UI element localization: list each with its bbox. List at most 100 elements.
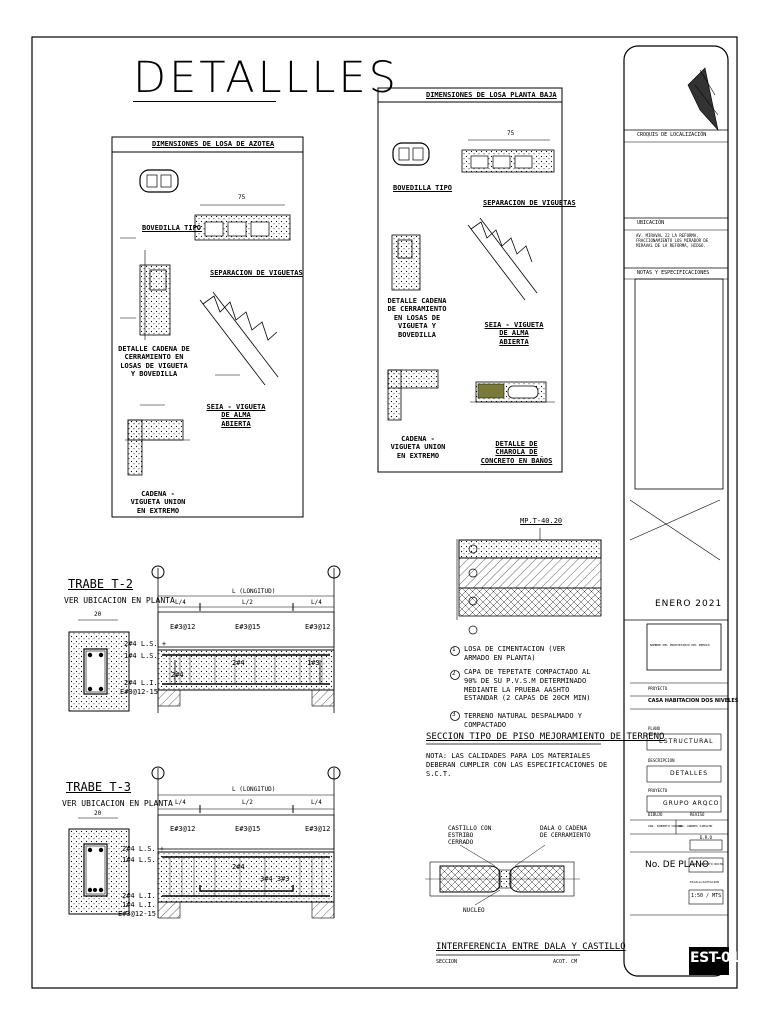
ground-bovedilla-label: BOVEDILLA TIPO xyxy=(393,184,453,192)
tb-descripcion: DETALLES xyxy=(670,770,708,777)
trabe-t3-note-5: E#3@12-15 xyxy=(118,910,156,918)
trabe-t3-note-3: 2#4 L.I. xyxy=(122,892,156,900)
roof-vigueta-label: SEIA - VIGUETA DE ALMA ABIERTA xyxy=(206,403,266,428)
piso-item-2-text: CAPA DE TEPETATE COMPACTADO AL 90% DE SU… xyxy=(464,668,591,703)
tb-notas: NOTAS Y ESPECIFICACIONES xyxy=(637,270,710,276)
ground-panel-header: DIMENSIONES DE LOSA PLANTA BAJA xyxy=(426,91,557,99)
tb-ubicacion: UBICACIÓN xyxy=(637,220,665,226)
tb-sheet-code: EST-01 xyxy=(690,950,740,966)
trabe-t2-title: TRABE T-2 xyxy=(68,577,134,591)
trabe-t3-l2: L/2 xyxy=(242,799,253,806)
interf-sub-left: SECCION xyxy=(436,959,458,965)
trabe-t2-bar-center: 2#4 xyxy=(232,659,245,667)
trabe-t3-note-4: 1#4 L.I. xyxy=(122,901,156,909)
trabe-t2-l4-left: L/4 xyxy=(175,599,186,606)
trabe-t2-l2: L/2 xyxy=(242,599,253,606)
sheet-border xyxy=(31,36,738,989)
sheet-code-box xyxy=(689,947,729,975)
trabe-t2-note-1: 2#4 L.S. + xyxy=(124,640,167,648)
trabe-t2-note-3: 2#4 L.I. xyxy=(124,679,158,687)
trabe-t2-bar-left: 2#4 xyxy=(171,671,184,679)
trabe-t2-estribo-left: E#3@12 xyxy=(170,623,196,631)
trabe-t3-bar-bottom: 3#4 3#3 xyxy=(260,875,290,883)
trabe-t3-note-1: 2#4 L.S. + xyxy=(122,845,165,853)
tb-reviso: ARQ. ANDRES CAMACHO xyxy=(678,824,713,828)
tb-plano: ESTRUCTURAL xyxy=(659,738,714,745)
trabe-t2-subtitle: VER UBICACION EN PLANTA xyxy=(64,596,175,605)
interf-dala-label: DALA O CADENA DE CERRAMIENTO xyxy=(540,825,591,840)
roof-dim-75: 75 xyxy=(238,194,246,201)
trabe-t3-estribo-center: E#3@15 xyxy=(235,825,261,833)
trabe-t3-estribo-left: E#3@12 xyxy=(170,825,196,833)
trabe-t3-subtitle: VER UBICACION EN PLANTA xyxy=(62,799,173,808)
tb-empresa: GRUPO ARQCO xyxy=(663,800,720,807)
piso-marker-1: 1 xyxy=(452,646,456,653)
tb-descripcion-label: DESCRIPCION xyxy=(648,758,675,763)
interferencia-drawing xyxy=(425,844,580,956)
interf-castillo-label: CASTILLO CON ESTRIBO CERRADO xyxy=(448,825,492,847)
trabe-t3-l4-right: L/4 xyxy=(311,799,322,806)
trabe-t2-note-4: E#3@12-15 xyxy=(120,688,158,696)
tb-ubicacion-text: AV. MIRAVAL 22 LA REFORMA, FRACCIONAMIEN… xyxy=(636,233,709,249)
trabe-t2-bar-right: 1#3 xyxy=(307,659,320,667)
trabe-t2-drawing xyxy=(68,565,341,713)
ground-union-label: CADENA - VIGUETA UNION EN EXTREMO xyxy=(390,435,446,460)
trabe-t3-l4-left: L/4 xyxy=(175,799,186,806)
trabe-t3-bar-center: 2#4 xyxy=(232,863,245,871)
roof-bovedilla-label: BOVEDILLA TIPO xyxy=(142,224,202,232)
ground-separacion-label: SEPARACION DE VIGUETAS xyxy=(483,199,576,207)
interf-nucleo-label: NUCLEO xyxy=(463,907,485,914)
ground-cadena-label: DETALLE CADENA DE CERRAMIENTO EN LOSAS D… xyxy=(387,297,447,339)
tb-dro: ING. ROBERTO ROCHA xyxy=(691,862,724,866)
interf-title: INTERFERENCIA ENTRE DALA Y CASTILLO xyxy=(436,942,626,952)
tb-croquis: CROQUIS DE LOCALIZACIÓN xyxy=(637,132,707,138)
tb-dro-label: D.R.O xyxy=(700,835,713,840)
piso-note: NOTA: LAS CALIDADES PARA LOS MATERIALES … xyxy=(426,752,608,778)
tb-no-plano-label: No. DE PLANO xyxy=(645,860,709,870)
trabe-t2-span: L (LONGITUD) xyxy=(232,588,276,595)
ground-charola-label: DETALLE DE CHAROLA DE CONCRETO EN BAÑOS xyxy=(480,440,553,465)
piso-marker-2: 2 xyxy=(452,670,456,677)
piso-top-label: MP.T-40.20 xyxy=(520,517,563,525)
tb-firma-text: NOMBRE DEL PROPIETARIO DEL PREDIO xyxy=(650,643,710,647)
interf-sub-right: ACOT. CM xyxy=(553,959,578,965)
tb-plano-label: PLANO xyxy=(648,726,661,731)
trabe-t2-dim: 20 xyxy=(94,611,102,618)
trabe-t3-estribo-right: E#3@12 xyxy=(305,825,331,833)
trabe-t3-drawing xyxy=(68,766,341,919)
tb-proyecto: CASA HABITACION DOS NIVELES xyxy=(648,698,739,704)
piso-section-drawing xyxy=(426,528,602,745)
piso-marker-3: 3 xyxy=(452,711,456,718)
tb-reviso-label: REVISO xyxy=(690,812,705,817)
ground-slab-panel xyxy=(377,87,563,473)
trabe-t2-l4-right: L/4 xyxy=(311,599,322,606)
roof-slab-panel xyxy=(111,136,304,518)
tb-proyecto-label: PROYECTO xyxy=(648,686,668,691)
piso-item-1-text: LOSA DE CIMENTACION (VER ARMADO EN PLANT… xyxy=(464,645,566,662)
trabe-t3-title: TRABE T-3 xyxy=(66,780,132,794)
sheet-title: DETALLLES xyxy=(133,53,399,103)
tb-escala: 1:50 / MTS xyxy=(691,893,722,899)
trabe-t2-note-2: 1#4 L.S. xyxy=(124,652,158,660)
trabe-t3-dim: 20 xyxy=(94,810,102,817)
trabe-t3-span: L (LONGITUD) xyxy=(232,786,276,793)
tb-proyecto2-label: PROYECTO xyxy=(648,788,668,793)
tb-escala-label: ESCALA/ACOTACION xyxy=(690,880,719,884)
tb-fecha: ENERO 2021 xyxy=(655,599,723,609)
ground-dim-75: 75 xyxy=(507,130,515,137)
piso-title: SECCION TIPO DE PISO MEJORAMIENTO DE TER… xyxy=(426,732,665,742)
roof-separacion-label: SEPARACION DE VIGUETAS xyxy=(210,269,303,277)
piso-item-3-text: TERRENO NATURAL DESPALMADO Y COMPACTADO xyxy=(464,712,583,729)
roof-union-label: CADENA - VIGUETA UNION EN EXTREMO xyxy=(130,490,186,515)
tb-dibujo-label: DIBUJO xyxy=(648,812,663,817)
title-block-frame xyxy=(623,45,729,977)
trabe-t3-note-2: 1#4 L.S. xyxy=(122,856,156,864)
trabe-t2-estribo-right: E#3@12 xyxy=(305,623,331,631)
ground-vigueta-label: SEIA - VIGUETA DE ALMA ABIERTA xyxy=(484,321,544,346)
tb-dibujo: ING. ROBERTO CORONA xyxy=(648,824,683,828)
trabe-t2-estribo-center: E#3@15 xyxy=(235,623,261,631)
roof-panel-header: DIMENSIONES DE LOSA DE AZOTEA xyxy=(152,140,275,148)
title-underline xyxy=(133,101,276,102)
roof-cadena-label: DETALLE CADENA DE CERRAMIENTO EN LOSAS D… xyxy=(118,345,190,379)
